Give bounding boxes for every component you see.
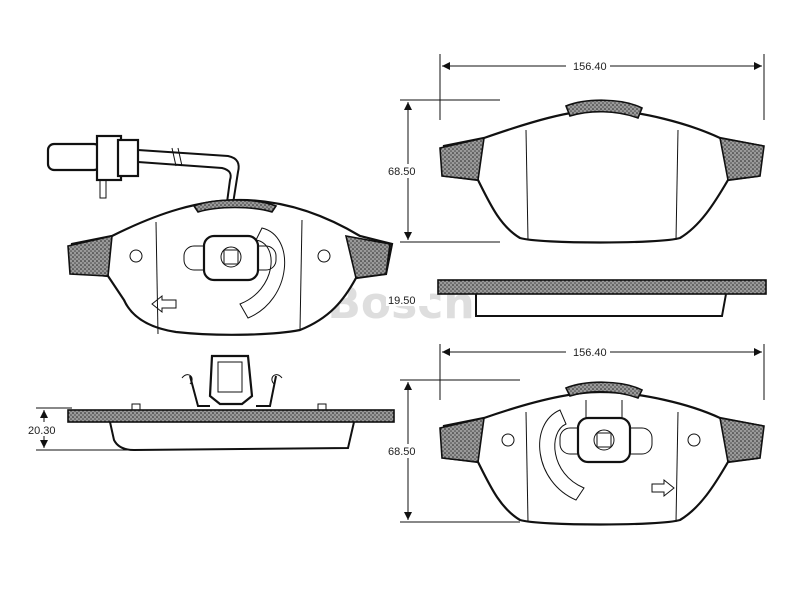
friction-edge-right-tr	[718, 137, 765, 181]
friction-top-bump	[192, 199, 278, 213]
rear-pad-side-view: 19.50	[386, 279, 767, 317]
friction-edge-left	[67, 234, 113, 277]
friction-edge-left-tr	[439, 136, 485, 181]
dimension-right-thickness: 19.50	[388, 295, 416, 307]
dimension-top-height: 68.50	[388, 166, 416, 178]
front-pad-side-view: 20.30	[26, 354, 395, 452]
pad-outline-top-right	[442, 108, 764, 244]
dimension-top-width: 156.40	[573, 61, 607, 73]
rear-pad-with-clip: 156.40 68.50	[386, 344, 765, 526]
friction-edge-left-br	[439, 416, 485, 463]
front-pad-with-sensor	[46, 134, 394, 336]
dimension-bottom-height: 68.50	[388, 446, 416, 458]
friction-edge-right-br	[719, 417, 765, 463]
wear-sensor-connector	[46, 134, 240, 211]
dimension-bottom-width: 156.40	[573, 347, 607, 359]
dimension-left-thickness: 20.30	[28, 425, 56, 437]
rear-pad-top-view: 156.40 68.50	[386, 54, 765, 244]
friction-edge-right	[344, 234, 391, 279]
friction-top-bump-tr	[564, 99, 644, 120]
friction-top-bump-br	[564, 381, 644, 399]
